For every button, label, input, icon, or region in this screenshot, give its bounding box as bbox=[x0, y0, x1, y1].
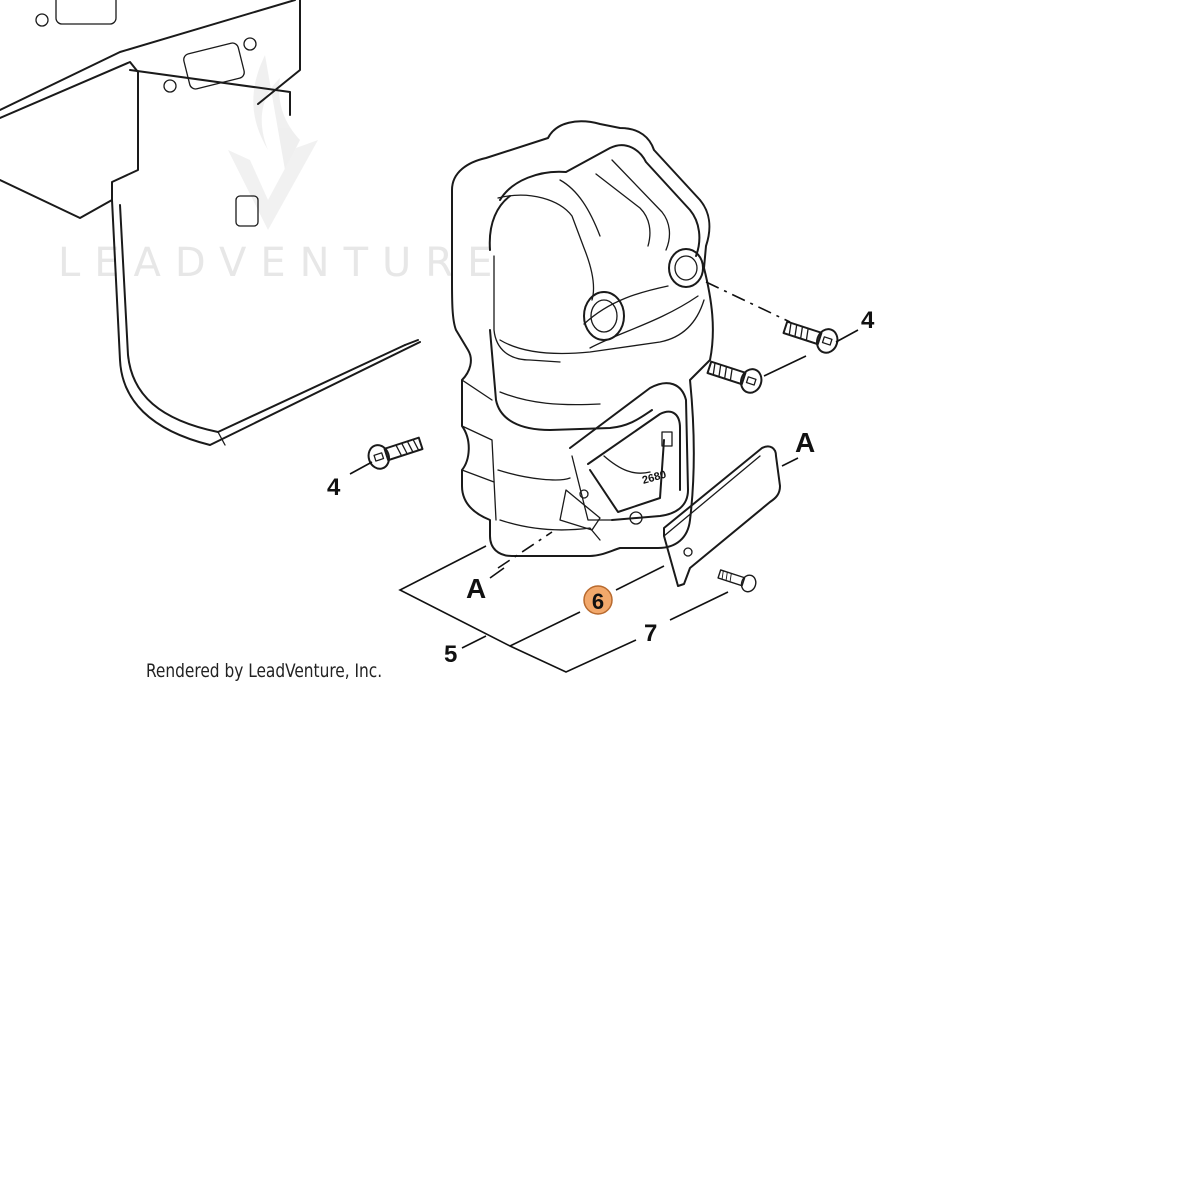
screw-left bbox=[367, 436, 424, 470]
callouts: 4 4 A A 6 7 5 bbox=[327, 307, 875, 668]
callout-screw-upper-right: 4 bbox=[861, 307, 875, 334]
spark-screen-plate bbox=[663, 445, 781, 587]
callout-view-a-right: A bbox=[795, 427, 815, 458]
callout-item-6[interactable]: 6 bbox=[583, 585, 613, 615]
callout-item-7: 7 bbox=[644, 620, 657, 647]
screw-small bbox=[717, 569, 757, 593]
engine-housing-panel bbox=[0, 0, 421, 446]
render-credit: Rendered by LeadVenture, Inc. bbox=[146, 660, 383, 682]
callout-item-5: 5 bbox=[444, 641, 457, 668]
muffler: 2680 bbox=[451, 120, 714, 557]
callout-view-a-left: A bbox=[466, 573, 486, 604]
outlet-hole-left bbox=[583, 291, 625, 341]
callout-item-6-label: 6 bbox=[592, 589, 604, 614]
outlet-hole-right bbox=[668, 248, 704, 288]
watermark-text: LEADVENTURE bbox=[58, 240, 506, 286]
leader-lines bbox=[349, 281, 859, 673]
callout-screw-left: 4 bbox=[327, 474, 341, 501]
screw-mid-right bbox=[706, 360, 763, 394]
spark-arrestor-housing: 2680 bbox=[559, 382, 689, 531]
muffler-part-number: 2680 bbox=[641, 469, 668, 487]
watermark: LEADVENTURE bbox=[58, 55, 506, 286]
screw-upper-right bbox=[782, 320, 839, 354]
